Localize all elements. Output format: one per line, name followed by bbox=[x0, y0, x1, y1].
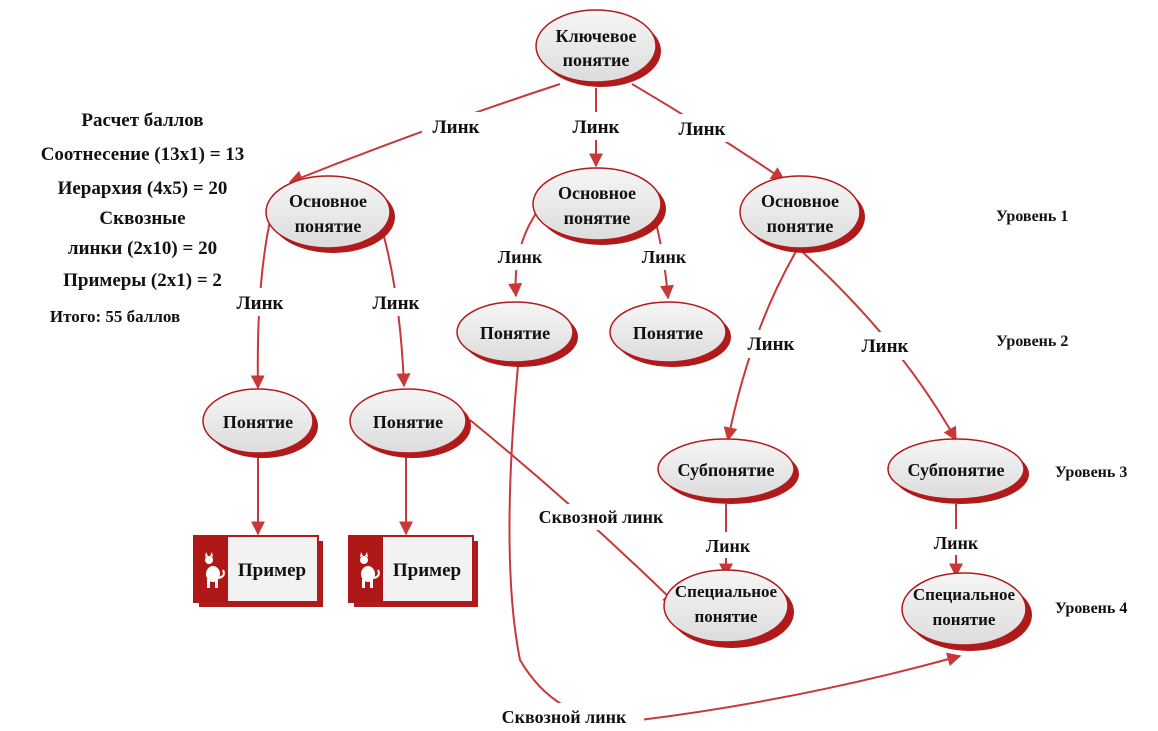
node-concept-b-label: Понятие bbox=[373, 412, 443, 432]
node-concept-a: Понятие bbox=[202, 388, 318, 458]
node-example-2-label: Пример bbox=[393, 560, 461, 581]
node-special-right-line2: понятие bbox=[933, 610, 996, 629]
node-main-mid-line2: понятие bbox=[564, 208, 631, 228]
link-label-key-right: Линк bbox=[679, 119, 726, 140]
level-2-label: Уровень 2 bbox=[996, 333, 1068, 350]
cat-icon bbox=[205, 552, 225, 588]
link-label-key-left: Линк bbox=[433, 117, 480, 138]
nodes: Ключевое понятие Основное понятие Основн… bbox=[193, 9, 1032, 651]
node-main-left-line1: Основное bbox=[289, 191, 367, 211]
link-label-mid-left: Линк bbox=[498, 247, 543, 267]
scoring-hierarchy: Иерархия (4х5) = 20 bbox=[57, 178, 228, 199]
scoring-total: Итого: 55 баллов bbox=[49, 307, 181, 326]
node-main-mid: Основное понятие bbox=[532, 167, 666, 245]
link-labels: Линк Линк Линк Линк Линк Линк Линк Линк … bbox=[228, 112, 987, 729]
node-main-left: Основное понятие bbox=[265, 175, 395, 253]
node-sub-right-label: Субпонятие bbox=[908, 460, 1005, 480]
cat-icon bbox=[360, 552, 380, 588]
node-special-right: Специальное понятие bbox=[901, 572, 1032, 651]
link-label-right-sub-right: Линк bbox=[862, 336, 909, 357]
scoring-examples: Примеры (2х1) = 2 bbox=[63, 270, 222, 291]
node-main-right-line1: Основное bbox=[761, 191, 839, 211]
level-labels: Уровень 1 Уровень 2 Уровень 3 Уровень 4 bbox=[996, 208, 1127, 617]
node-main-right-line2: понятие bbox=[767, 216, 834, 236]
link-label-mid-right: Линк bbox=[642, 247, 687, 267]
node-special-right-line1: Специальное bbox=[913, 585, 1016, 604]
node-concept-c-label: Понятие bbox=[480, 323, 550, 343]
node-special-left-line1: Специальное bbox=[675, 582, 778, 601]
level-4-label: Уровень 4 bbox=[1055, 600, 1127, 617]
link-label-right-sub-left: Линк bbox=[748, 334, 795, 355]
node-special-left: Специальное понятие bbox=[663, 569, 794, 648]
scoring-title: Расчет баллов bbox=[81, 110, 204, 131]
scoring-cross-line1: Сквозные bbox=[99, 208, 186, 229]
node-key-line2: понятие bbox=[563, 50, 630, 70]
node-key-concept: Ключевое понятие bbox=[535, 9, 661, 87]
node-key-line1: Ключевое bbox=[556, 26, 637, 46]
level-3-label: Уровень 3 bbox=[1055, 464, 1127, 481]
level-1-label: Уровень 1 bbox=[996, 208, 1068, 225]
node-main-left-line2: понятие bbox=[295, 216, 362, 236]
scoring-cross-line2: линки (2х10) = 20 bbox=[67, 238, 218, 259]
node-concept-d: Понятие bbox=[609, 301, 731, 367]
node-example-1: Пример bbox=[193, 535, 323, 607]
node-concept-d-label: Понятие bbox=[633, 323, 703, 343]
link-label-key-mid: Линк bbox=[573, 117, 620, 138]
link-label-sub-right-special: Линк bbox=[934, 533, 979, 553]
node-concept-c: Понятие bbox=[456, 301, 578, 367]
link-label-left-a: Линк bbox=[237, 293, 284, 314]
node-sub-right: Субпонятие bbox=[887, 438, 1029, 504]
node-concept-a-label: Понятие bbox=[223, 412, 293, 432]
node-sub-left: Субпонятие bbox=[657, 438, 799, 504]
node-main-right: Основное понятие bbox=[739, 175, 865, 253]
cross-link-label-upper: Сквозной линк bbox=[539, 507, 664, 527]
cross-link-label-lower: Сквозной линк bbox=[502, 707, 627, 727]
node-concept-b: Понятие bbox=[349, 388, 471, 458]
node-special-left-line2: понятие bbox=[695, 607, 758, 626]
scoring-relation: Соотнесение (13х1) = 13 bbox=[40, 144, 245, 165]
node-example-1-label: Пример bbox=[238, 560, 306, 581]
node-sub-left-label: Субпонятие bbox=[678, 460, 775, 480]
node-main-mid-line1: Основное bbox=[558, 183, 636, 203]
node-example-2: Пример bbox=[348, 535, 478, 607]
link-label-sub-left-special: Линк bbox=[706, 536, 751, 556]
link-label-left-b: Линк bbox=[373, 293, 420, 314]
